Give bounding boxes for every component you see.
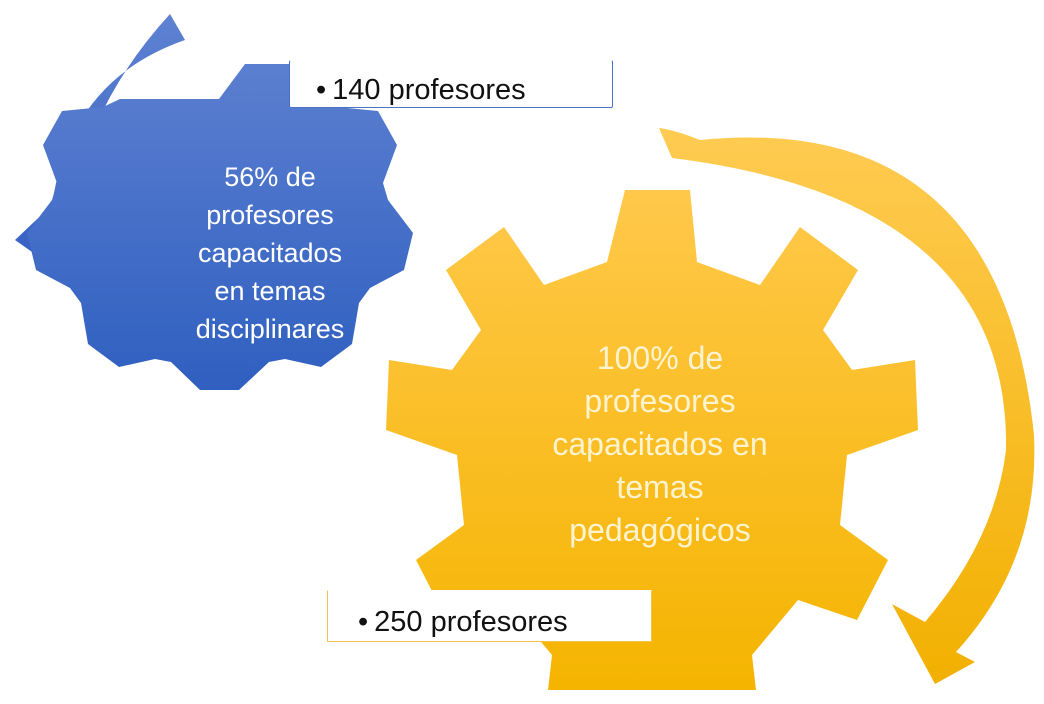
bullet-icon: •	[358, 606, 369, 638]
gold-callout-text: 250 profesores	[374, 606, 568, 638]
gold-gear-label: 100% de profesores capacitados en temas …	[552, 340, 768, 548]
blue-callout-box: •140 profesores	[289, 60, 613, 108]
blue-gear	[27, 64, 413, 390]
gold-cycle-arrow	[659, 128, 1035, 684]
blue-gear-label: 56% de profesores capacitados en temas d…	[195, 162, 345, 344]
bullet-icon: •	[316, 74, 327, 106]
gold-callout-box: •250 profesores	[327, 590, 652, 642]
blue-callout-text: 140 profesores	[332, 74, 526, 106]
gold-gear	[386, 190, 918, 690]
